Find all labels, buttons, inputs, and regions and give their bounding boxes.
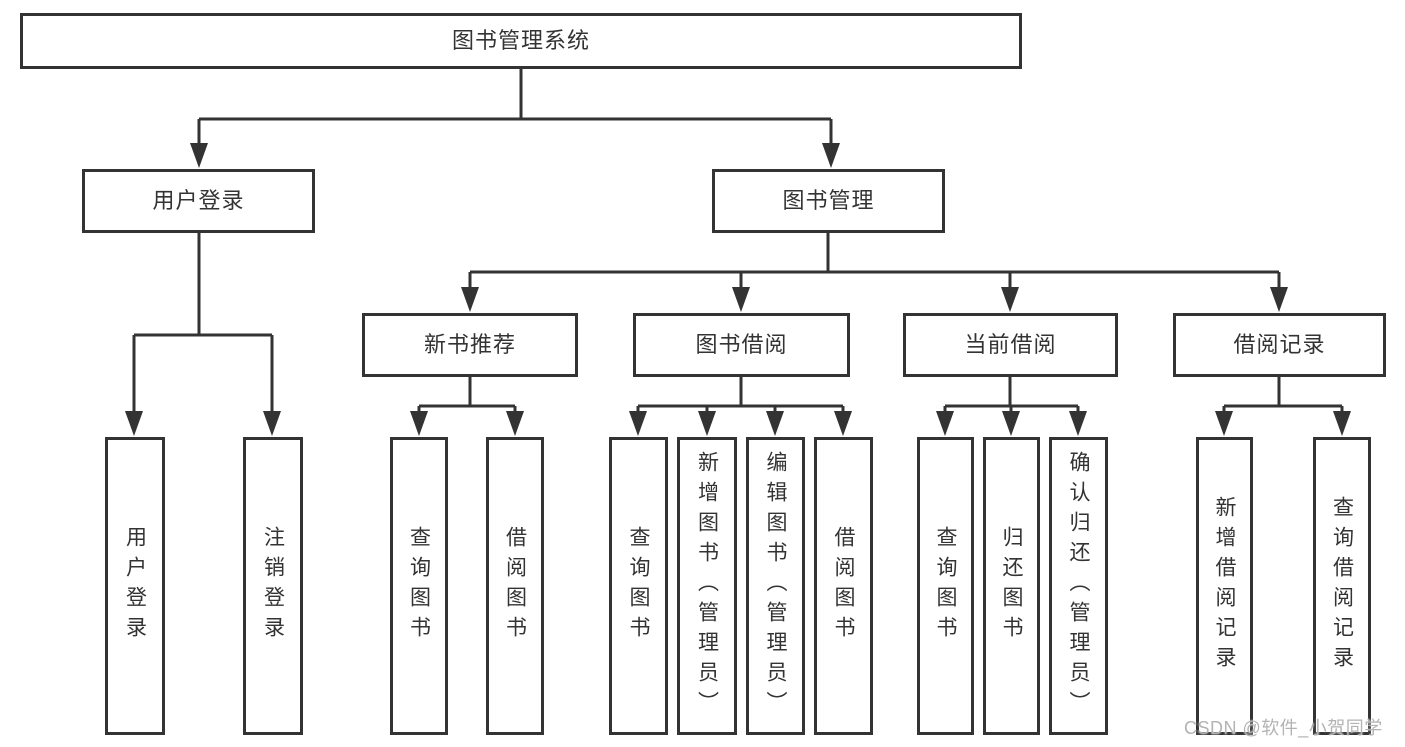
leaf-label: 用户登录 bbox=[123, 526, 147, 646]
leaf-label: 新增图书（管理员） bbox=[695, 451, 719, 721]
node-leaf-query-books-3: 查询图书 bbox=[917, 437, 974, 735]
leaf-label: 注销登录 bbox=[261, 526, 285, 646]
arrowhead-icons bbox=[125, 143, 1351, 436]
node-leaf-query-borrow-record: 查询借阅记录 bbox=[1313, 437, 1371, 735]
node-leaf-query-books-1: 查询图书 bbox=[390, 437, 448, 735]
node-leaf-return-books: 归还图书 bbox=[983, 437, 1040, 735]
node-current-borrow: 当前借阅 bbox=[903, 313, 1118, 377]
node-leaf-add-borrow-record: 新增借阅记录 bbox=[1196, 437, 1253, 735]
node-leaf-borrow-books-1: 借阅图书 bbox=[486, 437, 544, 735]
leaf-label: 查询图书 bbox=[627, 526, 650, 646]
leaf-label: 借阅图书 bbox=[832, 526, 855, 646]
node-leaf-add-books-admin: 新增图书（管理员） bbox=[677, 437, 737, 735]
node-leaf-logout: 注销登录 bbox=[243, 437, 303, 735]
leaf-label: 查询图书 bbox=[407, 526, 431, 646]
node-book-management: 图书管理 bbox=[712, 169, 945, 233]
node-book-borrow: 图书借阅 bbox=[633, 313, 850, 377]
node-new-book-recommend: 新书推荐 bbox=[362, 313, 578, 377]
leaf-label: 确认归还（管理员） bbox=[1067, 451, 1090, 721]
leaf-label: 借阅图书 bbox=[503, 526, 527, 646]
node-borrow-records: 借阅记录 bbox=[1173, 313, 1386, 377]
leaf-label: 归还图书 bbox=[1000, 526, 1023, 646]
node-leaf-edit-books-admin: 编辑图书（管理员） bbox=[746, 437, 805, 735]
node-user-login: 用户登录 bbox=[82, 169, 315, 233]
node-leaf-user-login: 用户登录 bbox=[105, 437, 165, 735]
node-leaf-confirm-return-admin: 确认归还（管理员） bbox=[1049, 437, 1108, 735]
node-leaf-borrow-books-2: 借阅图书 bbox=[814, 437, 873, 735]
leaf-label: 查询借阅记录 bbox=[1330, 496, 1354, 676]
connector-rails bbox=[132, 69, 1344, 418]
node-root: 图书管理系统 bbox=[20, 13, 1022, 69]
leaf-label: 编辑图书（管理员） bbox=[764, 451, 787, 721]
node-leaf-query-books-2: 查询图书 bbox=[609, 437, 668, 735]
leaf-label: 新增借阅记录 bbox=[1213, 496, 1236, 676]
csdn-watermark: CSDN @软件_小贺同学 bbox=[1184, 718, 1383, 738]
leaf-label: 查询图书 bbox=[934, 526, 957, 646]
